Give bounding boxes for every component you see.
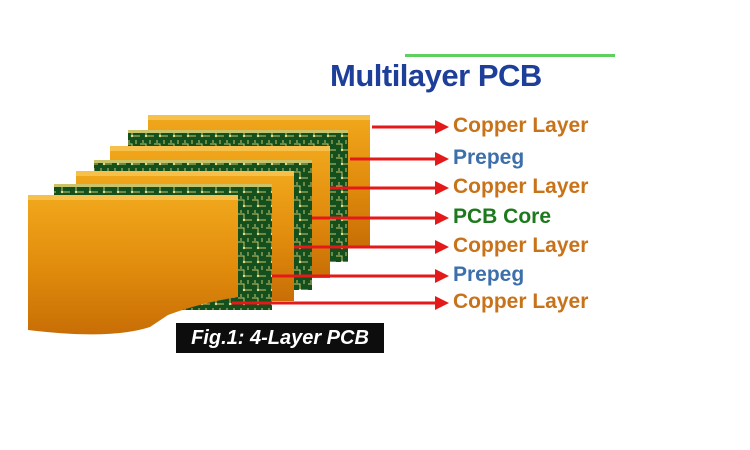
diagram-title: Multilayer PCB	[330, 58, 542, 93]
layer-label-1: Copper Layer	[453, 114, 589, 137]
arrow-head-2	[435, 152, 449, 166]
layer-label-4: PCB Core	[453, 205, 552, 228]
layer-label-7: Copper Layer	[453, 290, 589, 313]
arrow-head-5	[435, 240, 449, 254]
layer-label-5: Copper Layer	[453, 234, 589, 257]
arrow-head-7	[435, 296, 449, 310]
arrow-head-3	[435, 181, 449, 195]
figure-caption: Fig.1: 4-Layer PCB	[176, 323, 384, 353]
arrow-head-6	[435, 269, 449, 283]
accent-line	[405, 54, 615, 57]
arrow-head-1	[435, 120, 449, 134]
layer-label-6: Prepeg	[453, 263, 525, 286]
layer-label-2: Prepeg	[453, 146, 525, 169]
arrow-head-4	[435, 211, 449, 225]
layer-label-3: Copper Layer	[453, 175, 589, 198]
sheet-copper-bottom	[28, 195, 238, 335]
layer-arrows	[232, 120, 449, 310]
layer-stack	[28, 115, 370, 335]
